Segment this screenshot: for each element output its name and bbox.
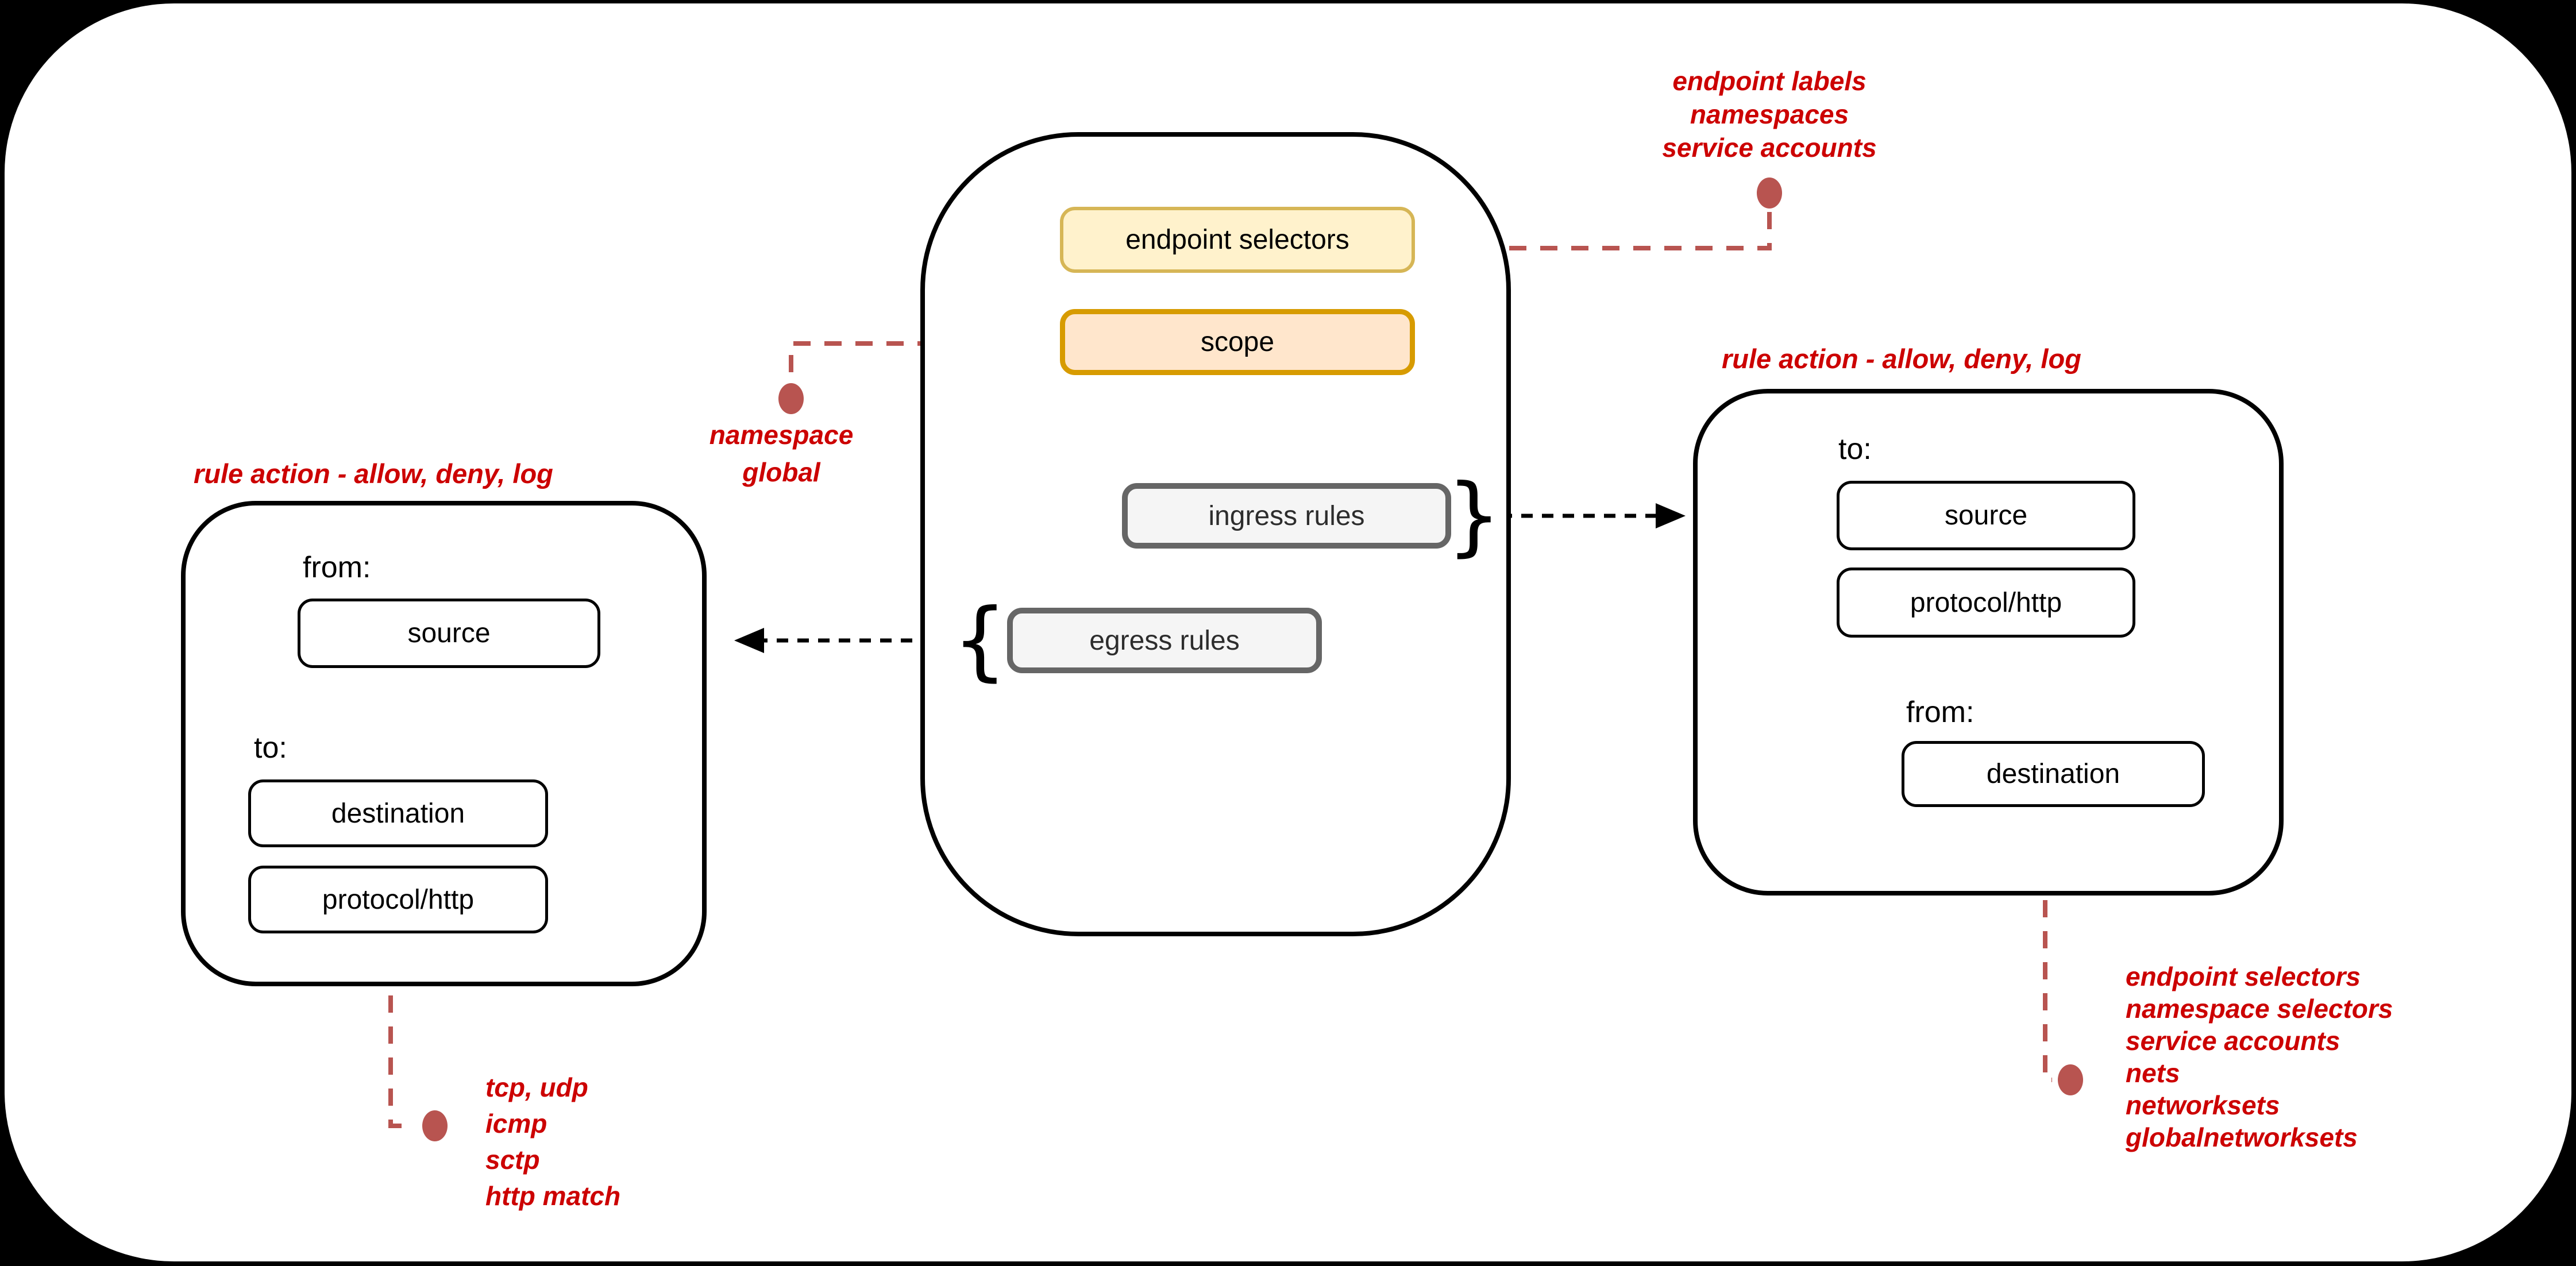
ingress-arrow-head [1656,503,1686,528]
note-line: networksets [2126,1090,2280,1120]
scope-label: scope [1200,327,1275,357]
right-from-label: from: [1906,696,1975,729]
right-source-box: source [1837,481,2135,550]
right-source-label: source [1944,500,2028,531]
right-to-label: to: [1838,433,1872,466]
endpoint-labels-note: endpoint labels namespaces service accou… [1597,64,1942,164]
ingress-rules-box: ingress rules [1122,483,1451,549]
left-destination-box: destination [248,779,548,847]
right-rule-box [1693,389,2284,896]
right-destination-box: destination [1902,741,2205,807]
protocol-connector-dot [422,1110,448,1141]
note-line: service accounts [1662,133,1877,163]
right-protocol-label: protocol/http [1910,587,2062,618]
note-line: namespaces [1690,99,1849,129]
note-line: namespace [709,420,854,450]
egress-rules-label: egress rules [1089,625,1240,656]
left-protocol-label: protocol/http [322,884,475,915]
left-from-label: from: [303,551,371,584]
note-line: endpoint selectors [2126,962,2361,991]
endpoint-selectors-connector-dot [1757,177,1782,209]
left-source-label: source [407,618,491,649]
scope-connector-line [789,341,1059,380]
egress-arrow-head [734,628,764,653]
left-destination-label: destination [331,798,465,829]
protocol-values-note: tcp, udp icmp sctp http match [485,1070,620,1214]
left-to-label: to: [254,731,287,765]
ingress-brace-icon: } [1447,466,1502,566]
destination-connector-dot [2058,1064,2083,1095]
endpoint-selectors-connector-line [1416,211,1772,250]
note-line: namespace selectors [2126,994,2393,1024]
note-line: sctp [485,1145,540,1175]
left-protocol-box: protocol/http [248,866,548,933]
ingress-rules-label: ingress rules [1208,500,1365,531]
note-line: global [742,457,820,487]
egress-rules-box: egress rules [1007,608,1322,673]
endpoint-selectors-box: endpoint selectors [1060,207,1415,273]
endpoint-selectors-label: endpoint selectors [1125,225,1349,255]
note-line: icmp [485,1109,547,1138]
note-line: service accounts [2126,1026,2340,1056]
scope-connector-dot [778,383,804,414]
left-rule-box-title: rule action - allow, deny, log [194,458,553,489]
note-line: endpoint labels [1672,66,1867,96]
right-protocol-box: protocol/http [1837,568,2135,638]
destination-values-note: endpoint selectors namespace selectors s… [2126,960,2393,1153]
left-source-box: source [298,599,600,668]
scope-values-note: namespace global [643,416,919,491]
scope-box: scope [1060,309,1415,375]
protocol-connector-line [388,933,415,1128]
right-destination-label: destination [1986,759,2120,789]
right-rule-box-title: rule action - allow, deny, log [1722,343,2081,374]
note-line: globalnetworksets [2126,1122,2358,1152]
egress-brace-icon: { [952,590,1008,690]
note-line: tcp, udp [485,1072,588,1102]
note-line: nets [2126,1058,2180,1088]
note-line: http match [485,1181,621,1211]
